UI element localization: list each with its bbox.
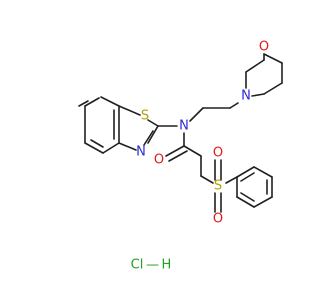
bond — [229, 102, 239, 109]
bond — [147, 119, 159, 127]
bond — [189, 107, 204, 122]
bond-lines — [78, 53, 283, 213]
atom-o-sulfonyl-top: O — [213, 146, 223, 161]
atom-n-thiazole: N — [136, 145, 146, 160]
bond — [245, 59, 265, 73]
molecule-drawing: O N S N N O S O O Cl — H — [78, 40, 283, 273]
bond — [251, 93, 265, 97]
bond — [236, 196, 255, 208]
bond — [200, 175, 214, 184]
bond — [236, 166, 255, 178]
bond — [84, 97, 100, 107]
bond — [183, 145, 202, 157]
atom-o-sulfonyl-bottom: O — [213, 212, 223, 227]
bond — [143, 130, 154, 146]
bond — [225, 176, 238, 184]
bond — [253, 166, 273, 178]
atom-labels: O N S N N O S O O — [136, 40, 269, 227]
bond — [84, 142, 104, 154]
atom-s-thiazole: S — [141, 109, 149, 124]
structure-canvas: O N S N N O S O O Cl — H — [78, 40, 283, 273]
bond — [263, 82, 283, 95]
atom-o-carbonyl: O — [154, 153, 164, 168]
bond — [168, 150, 188, 162]
bond — [240, 192, 255, 202]
bond — [78, 100, 89, 107]
atom-n-morpholine: N — [241, 89, 251, 104]
bond — [165, 145, 185, 157]
bond — [100, 96, 120, 107]
bond — [147, 125, 159, 144]
bond — [253, 196, 273, 208]
salt-label: Cl — H — [131, 258, 172, 273]
bond — [263, 53, 283, 64]
bond — [240, 172, 255, 182]
bond — [118, 142, 137, 151]
atom-s-sulfonyl: S — [214, 179, 222, 194]
bond — [118, 105, 141, 116]
atom-o-morpholine: O — [259, 40, 269, 55]
bond — [102, 142, 120, 154]
bond — [90, 139, 104, 148]
atom-n-amide: N — [179, 119, 189, 134]
